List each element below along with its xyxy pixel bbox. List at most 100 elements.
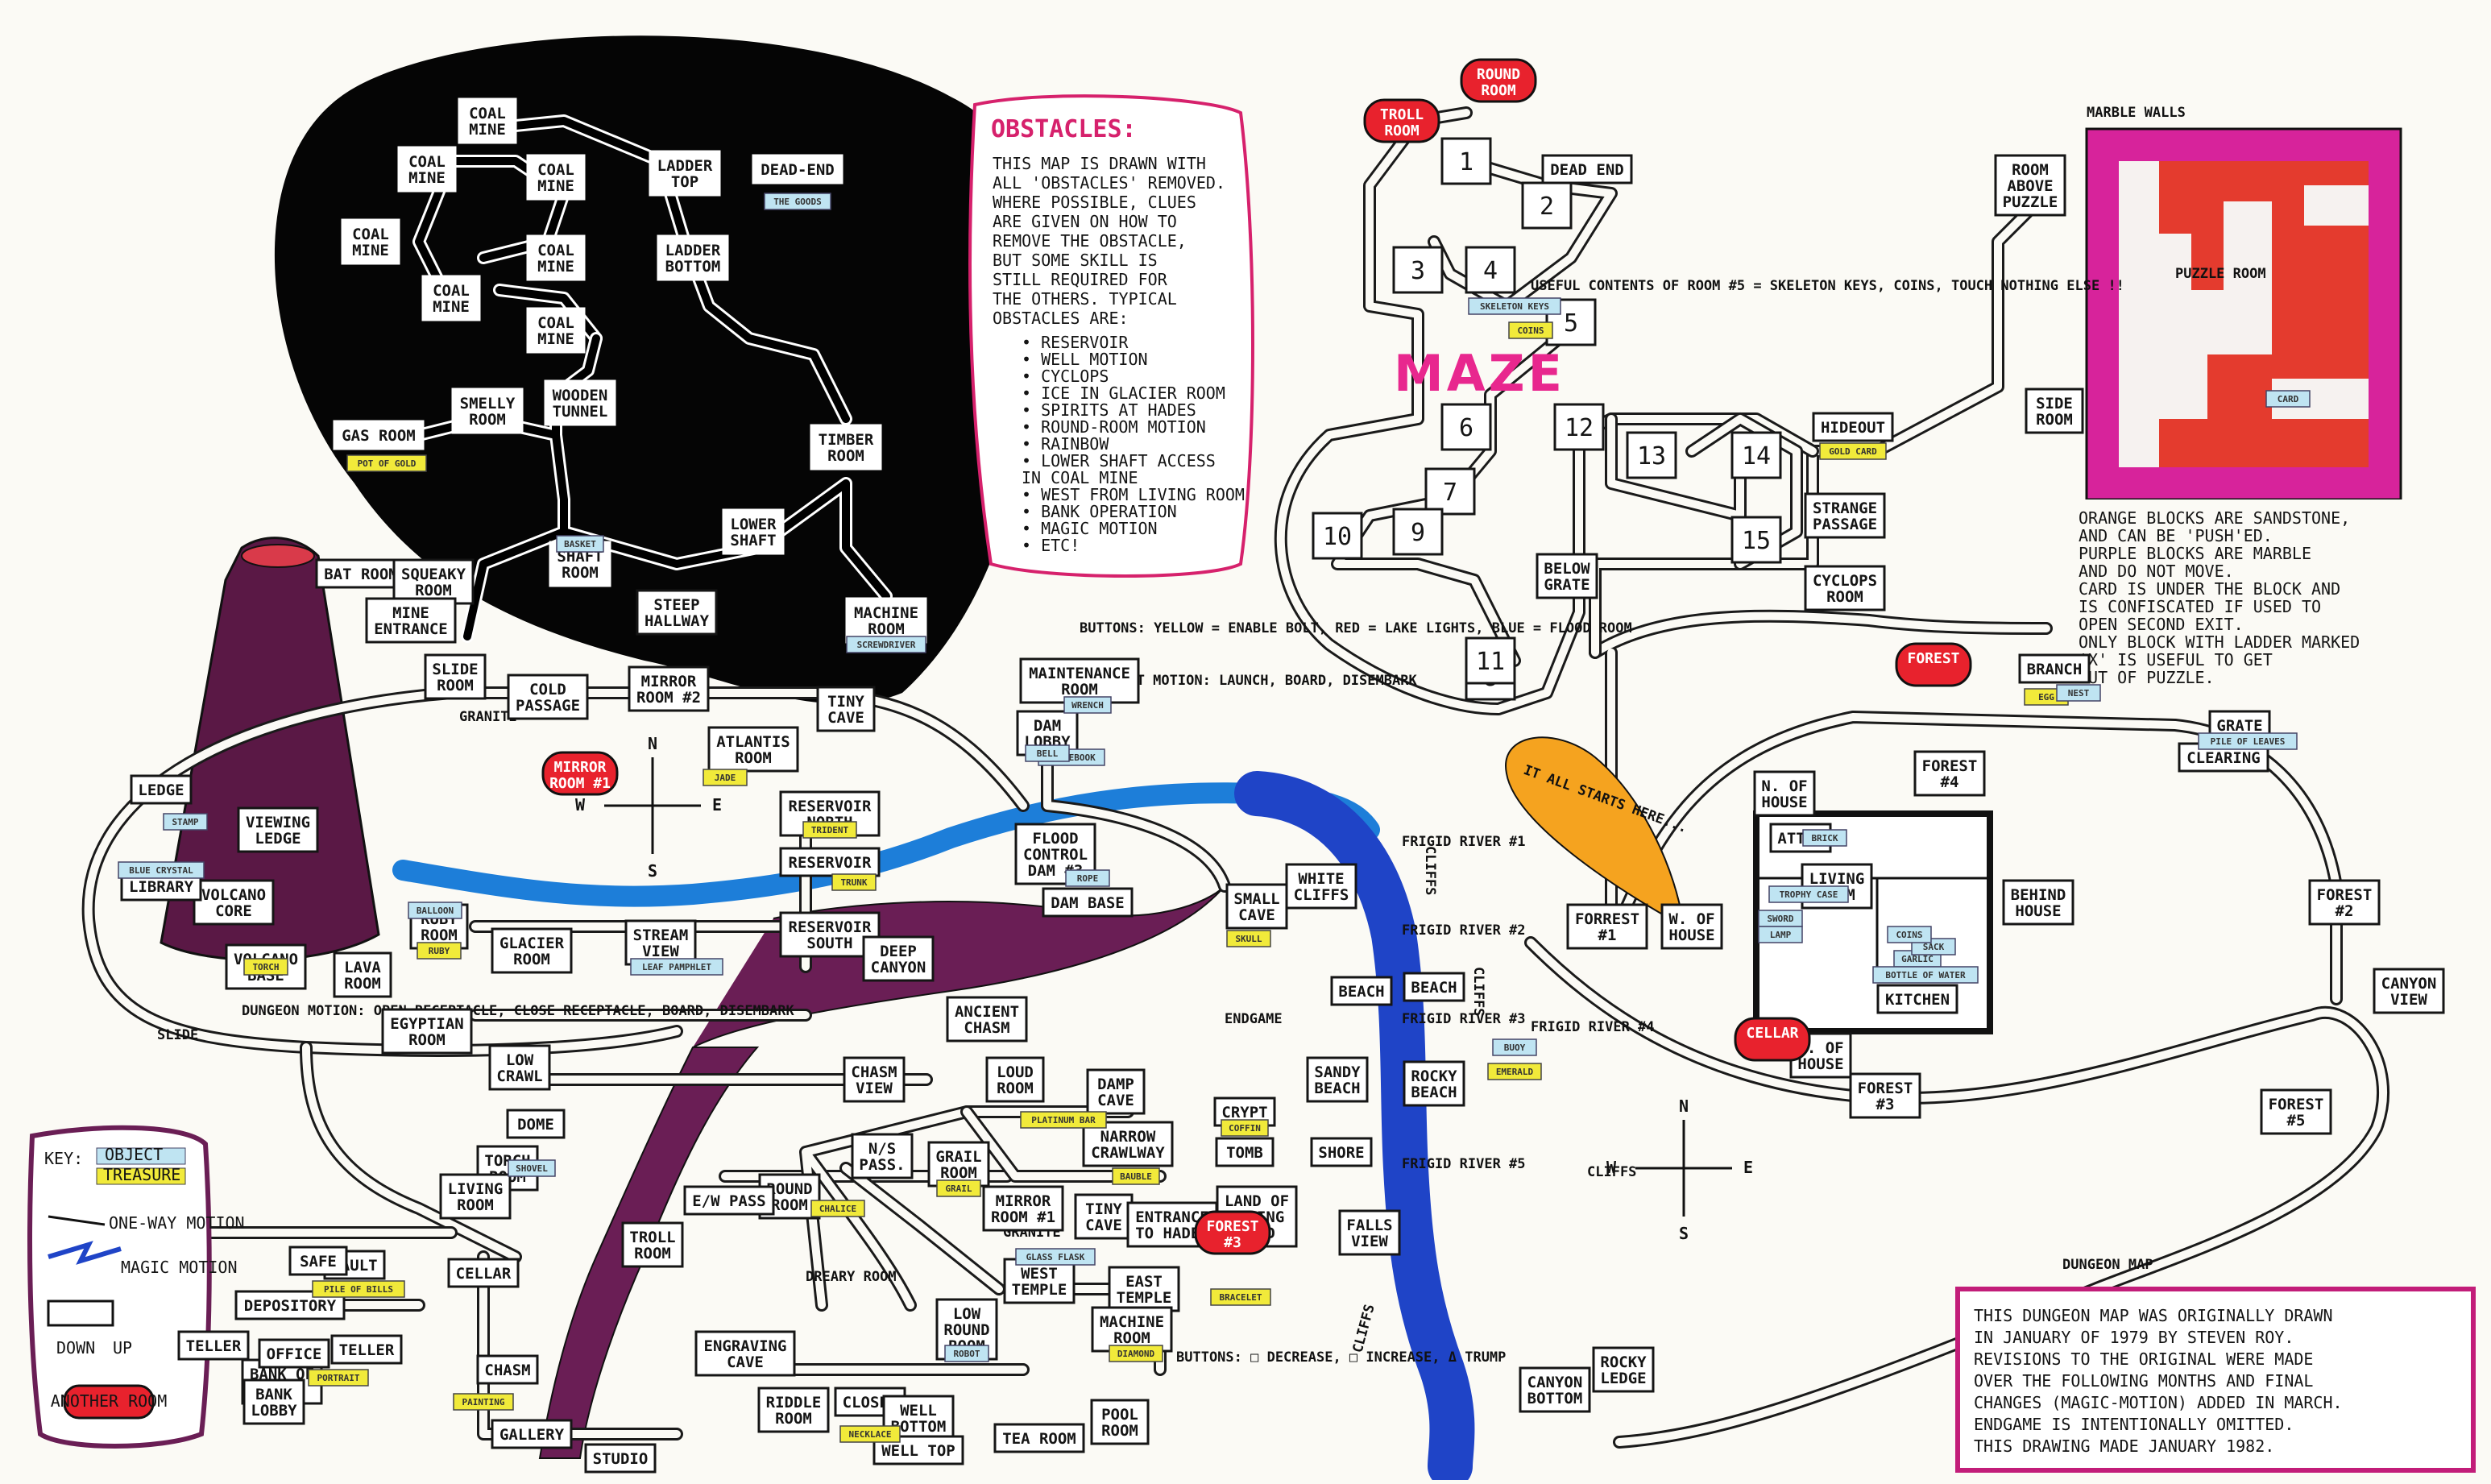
- item-lamp: LAMP: [1758, 926, 1803, 943]
- svg-text:ROPE: ROPE: [1077, 873, 1099, 884]
- obstacle-item: • WELL MOTION: [1022, 350, 1148, 369]
- svg-text:ROOM: ROOM: [775, 1410, 812, 1428]
- item-pile-of-bills: PILE OF BILLS: [312, 1280, 405, 1298]
- svg-text:GOLD CARD: GOLD CARD: [1829, 446, 1877, 457]
- item-shovel: SHOVEL: [508, 1159, 556, 1177]
- svg-text:CONTROL: CONTROL: [1023, 846, 1088, 864]
- maze-cell-14: 14: [1730, 431, 1782, 479]
- svg-text:MINE: MINE: [537, 330, 574, 348]
- svg-text:BEHIND: BEHIND: [2011, 886, 2066, 904]
- svg-text:12: 12: [1565, 414, 1594, 442]
- svg-text:ROOM: ROOM: [562, 564, 599, 582]
- svg-text:10: 10: [1323, 523, 1352, 551]
- svg-text:SANDY: SANDY: [1314, 1063, 1361, 1081]
- svg-text:CYCLOPS: CYCLOPS: [1813, 572, 1877, 590]
- svg-text:GLACIER: GLACIER: [499, 935, 565, 952]
- svg-text:CAVE: CAVE: [727, 1353, 764, 1371]
- svg-text:CHASM: CHASM: [484, 1362, 530, 1379]
- svg-text:CAVE: CAVE: [1238, 906, 1275, 924]
- room-gas-room: GAS ROOM: [333, 420, 425, 450]
- svg-text:#2: #2: [2336, 902, 2354, 920]
- svg-text:LOUD: LOUD: [997, 1063, 1034, 1081]
- svg-text:MINE: MINE: [433, 298, 470, 316]
- svg-text:CANYON: CANYON: [1527, 1374, 1583, 1391]
- item-robot: ROBOT: [944, 1345, 989, 1362]
- svg-text:MACHINE: MACHINE: [1100, 1313, 1164, 1331]
- room-teller-e: TELLER: [330, 1334, 403, 1365]
- item-nest: NEST: [2056, 684, 2101, 702]
- svg-text:WOODEN: WOODEN: [553, 387, 608, 404]
- svg-text:SACK: SACK: [1923, 942, 1945, 952]
- svg-text:BEACH: BEACH: [1314, 1080, 1360, 1097]
- endgame-label: ENDGAME: [1225, 1011, 1283, 1027]
- machine-buttons-note: BUTTONS: □ DECREASE, □ INCREASE, Δ TRUMP: [1176, 1349, 1506, 1366]
- svg-text:ROOM: ROOM: [415, 582, 452, 599]
- svg-text:ROOM #1: ROOM #1: [991, 1208, 1055, 1226]
- svg-text:N: N: [1679, 1096, 1689, 1116]
- svg-text:PUZZLE: PUZZLE: [2003, 193, 2058, 211]
- svg-text:E/W PASS: E/W PASS: [692, 1192, 766, 1210]
- svg-text:COAL: COAL: [433, 282, 470, 300]
- frigid-river-1-label: FRIGID RIVER #1: [1402, 834, 1526, 850]
- svg-text:SKULL: SKULL: [1235, 934, 1262, 944]
- svg-text:FLOOD: FLOOD: [1032, 830, 1078, 848]
- svg-text:ROOM: ROOM: [421, 926, 458, 944]
- svg-text:BLUE CRYSTAL: BLUE CRYSTAL: [129, 865, 193, 876]
- svg-text:BELOW: BELOW: [1544, 560, 1590, 578]
- item-platinum-bar: PLATINUM BAR: [1020, 1111, 1107, 1129]
- svg-text:EGYPTIAN: EGYPTIAN: [390, 1015, 464, 1033]
- item-dead-end-stuff: THE GOODS: [764, 193, 831, 210]
- svg-text:PILE OF LEAVES: PILE OF LEAVES: [2211, 736, 2286, 747]
- room-dead-end-mine: DEAD-END: [752, 154, 843, 184]
- item-crystal-trident: TRIDENT: [802, 821, 857, 839]
- svg-text:TINY: TINY: [827, 693, 864, 711]
- svg-text:BRICK: BRICK: [1811, 833, 1838, 844]
- svg-text:COAL: COAL: [408, 153, 446, 171]
- item-pile-of-leaves: PILE OF LEAVES: [2198, 732, 2298, 750]
- room-safe: SAFE: [288, 1246, 348, 1276]
- room-reservoir: RESERVOIR: [779, 847, 881, 877]
- credits-line: ENDGAME IS INTENTIONALLY OMITTED.: [1974, 1415, 2294, 1434]
- maze-cell-15: 15: [1730, 516, 1782, 564]
- item-pot-of-gold: POT OF GOLD: [346, 454, 427, 472]
- svg-text:BOTTOM: BOTTOM: [891, 1418, 947, 1436]
- svg-text:LADDER: LADDER: [665, 242, 721, 259]
- obstacles-intro-line: STILL REQUIRED FOR: [993, 270, 1168, 289]
- maze-cell-7: 7: [1424, 467, 1476, 516]
- svg-text:S: S: [1679, 1224, 1689, 1243]
- svg-text:ROOM: ROOM: [457, 1196, 494, 1214]
- svg-text:DOME: DOME: [517, 1116, 554, 1134]
- svg-text:FOREST: FOREST: [2269, 1096, 2324, 1113]
- svg-text:FOREST: FOREST: [1206, 1218, 1258, 1235]
- credits-line: THIS DRAWING MADE JANUARY 1982.: [1974, 1436, 2274, 1456]
- svg-text:FOREST: FOREST: [2317, 886, 2373, 904]
- room-dam-base: DAM BASE: [1042, 887, 1134, 918]
- here-flame: [1505, 736, 1685, 928]
- svg-text:TUNNEL: TUNNEL: [553, 403, 608, 421]
- room-dead-end-maze: DEAD END: [1541, 154, 1633, 184]
- svg-text:ROOM: ROOM: [1384, 122, 1420, 139]
- svg-text:BEACH: BEACH: [1338, 983, 1384, 1001]
- item-screwdriver: SCREWDRIVER: [846, 636, 926, 653]
- key-another-room-sample: ANOTHER ROOM: [51, 1384, 167, 1420]
- svg-text:ROOM: ROOM: [997, 1080, 1034, 1097]
- svg-text:EGG: EGG: [2038, 692, 2054, 703]
- obstacles-intro-line: ARE GIVEN ON HOW TO: [993, 212, 1177, 231]
- svg-text:STREAM: STREAM: [633, 926, 689, 944]
